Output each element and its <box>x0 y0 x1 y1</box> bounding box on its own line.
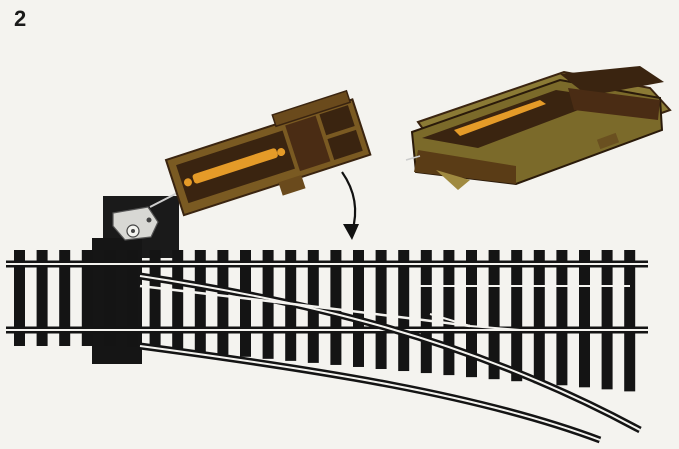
sleeper <box>602 250 613 389</box>
sleeper <box>579 250 590 387</box>
sleeper <box>511 250 522 381</box>
sleeper <box>376 250 387 369</box>
sleeper <box>556 250 567 385</box>
curved-arrow-icon <box>342 172 359 240</box>
sleeper <box>624 250 635 391</box>
sleeper <box>398 250 409 371</box>
point-motor-icon <box>163 90 374 227</box>
turnout-track <box>6 196 648 440</box>
sleeper <box>353 250 364 367</box>
sleeper <box>421 250 432 373</box>
assembled-point-motor <box>406 66 670 190</box>
sleeper <box>534 250 545 383</box>
sleeper <box>443 250 454 375</box>
